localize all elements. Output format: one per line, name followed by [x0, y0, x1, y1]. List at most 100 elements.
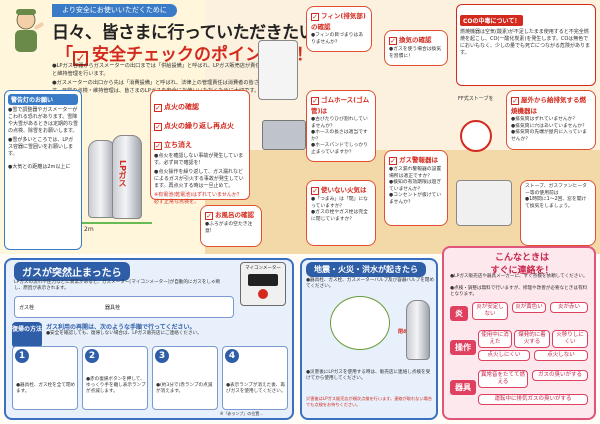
alarm-item: ●ガス漏れ警報器の設置場所は適正ですか？ [389, 167, 442, 179]
ignition-note: ●点火操作を繰り返して、ガス漏れなどによるガスが引火する事故が発生しています。再… [154, 169, 244, 189]
contact-title: こんなときは すぐに連絡を！ [462, 250, 582, 276]
close-valve-label: 閉める [398, 328, 413, 335]
page-title-line2: 「✓安全チェックのポイント」！ [56, 40, 313, 66]
disaster-title: 地震・火災・洪水が起きたら [306, 262, 426, 277]
bath-text: ●ふろがまの空たき注意! [205, 222, 253, 234]
check-icon: ✓ [511, 97, 519, 105]
fin-text: ●フィンの目づまりはありませんか？ [311, 33, 364, 45]
contact-intro: ●LPガス販売店や器具メーカーに、すぐ点検を依頼してください。 [450, 274, 588, 279]
point-3: ✓立ち消え [154, 141, 192, 150]
hose-item: ●古びたりひび割れしていませんか？ [311, 117, 368, 129]
category-appliance: 器具 [450, 380, 476, 395]
check-icon: ✓ [389, 157, 397, 165]
step-number: 1 [15, 349, 29, 363]
unused-fire-title: ✓使いない火気は [311, 186, 367, 195]
disaster-text: ●器具栓、ガス栓、ガスメーターバルブ及び容器バルブを閉めてください。 [306, 278, 434, 289]
cylinder-label: LPガス [118, 160, 127, 187]
ignition-note: ●点火を確認しない事故が発生しています。必ず目で確認を！ [154, 153, 244, 166]
distance-note: ●大気との距離は2m以上に [8, 164, 71, 170]
step-number: 4 [225, 349, 239, 363]
reset-instruction: ガス利用の再開は、次のような手順で行ってください。 ●安全を確認しても、復帰しな… [46, 322, 286, 337]
outdoor-item: ●排気筒の先端が屋内に入っていませんか？ [511, 130, 587, 142]
ground-line [82, 222, 152, 224]
step-text: ●器具栓、ガス栓を全て閉めます。 [16, 383, 76, 394]
meter-label: マイコンメーター [245, 266, 281, 271]
symptom-pill: 炎が赤い [550, 302, 588, 313]
microcomputer-meter: マイコンメーター [240, 262, 286, 306]
reset-title: ガス利用の再開は、次のような手順で行ってください。 [46, 324, 196, 331]
gas-tap-label: ガス栓 [19, 305, 35, 311]
check-icon: ✓ [311, 13, 319, 21]
reset-step: 3 ●(約3分で)赤ランプの点滅が消えます。 [152, 346, 218, 410]
co-title: COの中毒について！ [460, 15, 524, 26]
reset-step: 4 ●表示ランプが消えた後、再びガスを使用してください。 [222, 346, 288, 410]
title-check-icon: ✓ [73, 51, 88, 66]
symptom-pill: 点火しない [534, 350, 588, 361]
meter-display [248, 274, 278, 286]
snow-warning-item: ●雪が多いところでは、LPガス容器に雪囲いをお願いします。 [8, 137, 74, 157]
bath-title: ✓お風呂の確認 [205, 211, 254, 220]
gas-footnote: ※「赤ランプ」の位置... [220, 411, 264, 416]
intro-paragraph: ●LPガス容器からガスメーターの出口までは「供給設備」と呼ばれ、LPガス販売店が… [52, 63, 292, 77]
check-icon: ✓ [389, 37, 397, 45]
symptom-pill: 爆発的に着火する [514, 330, 550, 348]
step-number: 3 [155, 349, 169, 363]
distance-label: 2m [84, 226, 94, 233]
category-operation: 操作 [450, 340, 476, 355]
disaster-after-text: ●災害後にLPガスを使用する時は、販売店に連絡し点検を受けてから使用してください… [306, 370, 431, 381]
ventilation-title: ✓換気の確認 [389, 36, 432, 45]
page-title-line1: 日々、皆さまに行っていただきたい [52, 23, 316, 43]
symptom-pill: 炎が安定しない [472, 302, 508, 320]
check-icon: ✓ [154, 104, 162, 112]
water-heater-illustration [258, 40, 298, 100]
valve-illustration [330, 296, 390, 350]
meter-reset-button[interactable] [258, 289, 268, 299]
title-open-bracket: 「 [56, 45, 73, 65]
symptom-pill: 火移りしにくい [552, 330, 588, 348]
step-text: ●表示ランプが消えた後、再びガスを使用してください。 [226, 383, 286, 394]
lp-gas-cylinder [112, 135, 142, 219]
ventilation-text: ●ガスを使う場合は換気を習慣に！ [389, 47, 442, 59]
symptom-pill: 異常音をたてて燃える [478, 370, 528, 388]
hose-item: ●ホースバンドでしっかり止まっていますか？ [311, 143, 368, 155]
title-text: 安全チェックのポイント [92, 45, 279, 65]
stove-line: ストーブ、ガスファンヒーター等の使用前は [525, 184, 587, 196]
check-icon: ✓ [311, 97, 319, 105]
snow-warning-item: ●雪で調整器やガスメーターがこわれる恐れがあります。雪降や大雪があるときは定期的… [8, 107, 79, 134]
step-text: ●(約3分で)赤ランプの点滅が消えます。 [156, 383, 213, 394]
outdoor-item: ●排気筒に穴はあいていませんか？ [511, 123, 587, 129]
step-text: ●赤の復帰ボタンを押して、ゆっくり手を離し表示ランプが点滅します。 [86, 377, 146, 394]
unused-fire-bubble: ✓使いない火気は ●「つまみ」は「閉」になっていますか？ ●ガスの栓やガス栓は完… [306, 180, 376, 246]
reset-note: ●安全を確認しても、復帰しない場合は、LPガス販売店にご連絡ください。 [46, 331, 202, 336]
unused-fire-item: ●ガスの栓やガス栓は完全に閉じていますか？ [311, 210, 368, 222]
symptom-pill: ガスの臭いがする [532, 370, 588, 381]
point-1: ✓点火の確認 [154, 103, 199, 112]
point-2: ✓点火の繰り返し再点火 [154, 122, 234, 131]
battery-note: ※有電池(乾電池)はずれていませんか？必ず正常な点検を。 [154, 192, 242, 205]
symptom-pill: 点火しにくい [478, 350, 530, 361]
header-ribbon: より安全にお使いいただくために [52, 4, 177, 17]
fin-title: ✓フィン(排気部)の確認 [311, 12, 366, 31]
snow-warning-card: 警告灯のお願い ●雪で調整器やガスメーターがこわれる恐れがあります。雪降や大雪が… [4, 90, 82, 250]
alarm-item: ●検知の有効期限は過ぎていませんか？ [389, 180, 442, 192]
ventilation-bubble: ✓換気の確認 ●ガスを使う場合は換気を習慣に！ [384, 30, 448, 66]
check-icon: ✓ [154, 123, 162, 131]
reset-step: 1 ●器具栓、ガス栓を全て閉めます。 [12, 346, 78, 410]
co-text: 燃焼機器は空気(酸素)が不足したまま使用すると不完全燃焼を起こし、CO(一酸化炭… [460, 29, 591, 56]
contact-note: ●点検・調整は無料で行いますが、修理や改善が必要なときは有料となります。 [450, 286, 588, 297]
alarm-item: ●コンセントが抜けていませんか？ [389, 193, 442, 205]
stove-line: ●1時間に1〜2回、窓を開けて換気をしましょう。 [525, 197, 587, 209]
contact-title-line1: こんなときは [494, 253, 549, 263]
hose-item: ●ホースの長さは適当ですか？ [311, 130, 368, 142]
rubber-hose-bubble: ✓ゴムホース(ゴム管)は ●古びたりひび割れしていませんか？ ●ホースの長さは適… [306, 90, 376, 162]
gas-alarm-bubble: ✓ガス警報器は ●ガス漏れ警報器の設置場所は適正ですか？ ●検知の有効期限は過ぎ… [384, 150, 448, 226]
symptom-pill: 炎が黄色い [512, 302, 546, 313]
snow-warning-title: 警告灯のお願い [8, 94, 78, 105]
alarm-title: ✓ガス警報器は [389, 156, 438, 165]
appliance-tap-label: 器具栓 [105, 305, 121, 311]
gas-stopped-text: LPガスの流れや圧力などに異常があると、ガスメーター[マイコンメーター]が自動的… [14, 280, 221, 291]
check-icon: ✓ [205, 212, 213, 220]
gas-stopped-title: ガスが突然止まったら [14, 262, 130, 281]
reset-method-badge: 復帰の方法 [12, 322, 42, 348]
